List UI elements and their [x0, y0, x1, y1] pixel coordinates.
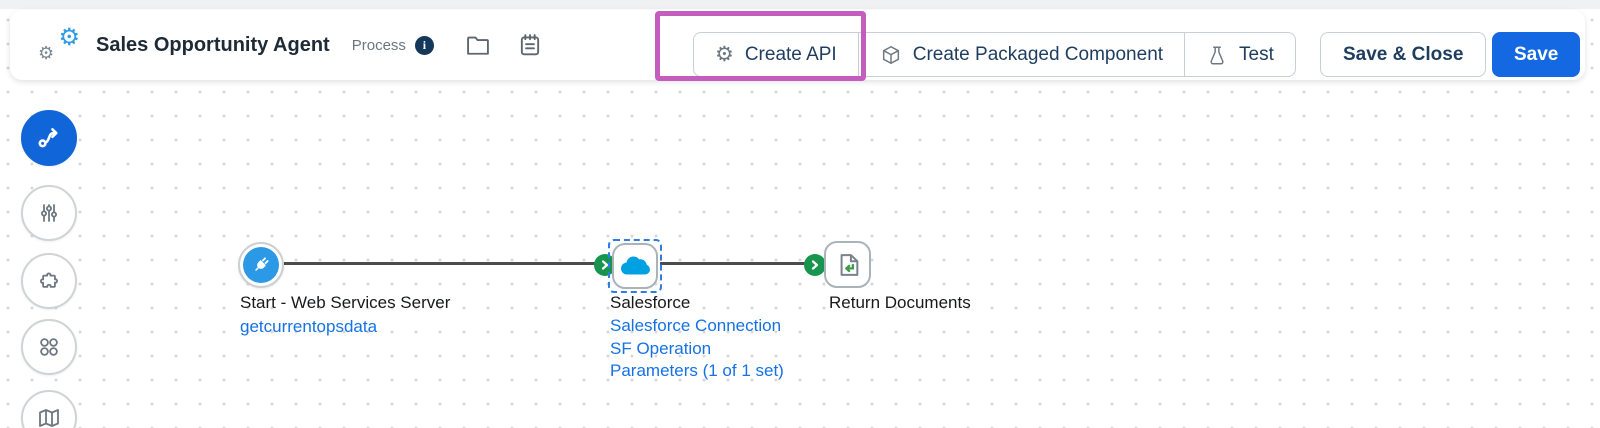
process-gears-logo-icon: ⚙ ⚙ — [38, 23, 80, 64]
sf-operation-link[interactable]: SF Operation — [610, 338, 712, 358]
chevron-right-icon — [601, 260, 609, 270]
return-documents-shape[interactable] — [824, 241, 871, 288]
salesforce-shape-title: Salesforce — [610, 293, 691, 312]
sidebar-item-components[interactable] — [21, 319, 77, 375]
start-shape-links: getcurrentopsdata — [240, 316, 377, 339]
sliders-icon — [41, 204, 57, 222]
header-action-group: ⚙ Create API Create Packaged Component T… — [693, 32, 1296, 77]
package-icon — [882, 45, 899, 64]
test-button[interactable]: Test — [1184, 33, 1295, 76]
create-api-label: Create API — [744, 43, 837, 65]
notes-button[interactable] — [512, 27, 548, 63]
salesforce-shape-selection — [608, 239, 662, 293]
sidebar-item-map[interactable] — [21, 390, 77, 428]
connection-point-salesforce-in[interactable] — [594, 254, 616, 276]
salesforce-shape[interactable] — [612, 243, 658, 289]
plug-icon — [255, 257, 269, 271]
sidebar-item-process-flow[interactable] — [21, 110, 77, 166]
connection-point-return-in[interactable] — [804, 254, 826, 276]
chevron-right-icon — [811, 260, 819, 270]
flow-path-icon — [38, 128, 58, 148]
salesforce-shape-links: Salesforce Connection SF Operation Param… — [610, 315, 784, 383]
test-label: Test — [1239, 43, 1274, 65]
four-circles-icon — [40, 338, 58, 356]
folder-icon — [467, 36, 489, 55]
connector-line-salesforce-to-return — [660, 262, 807, 265]
create-api-button[interactable]: ⚙ Create API — [694, 33, 858, 76]
return-document-icon — [840, 253, 858, 276]
save-and-close-button[interactable]: Save & Close — [1320, 32, 1487, 77]
start-operation-link[interactable]: getcurrentopsdata — [240, 317, 378, 336]
create-packaged-component-button[interactable]: Create Packaged Component — [857, 33, 1184, 76]
notepad-icon — [520, 34, 540, 56]
page-title: Sales Opportunity Agent — [96, 33, 330, 56]
puzzle-icon — [40, 272, 58, 288]
page-top-edge — [0, 0, 1600, 9]
return-documents-title: Return Documents — [829, 293, 971, 312]
salesforce-cloud-icon — [621, 256, 650, 275]
start-shape[interactable] — [238, 242, 284, 288]
start-shape-title: Start - Web Services Server — [240, 293, 451, 312]
map-icon — [39, 409, 59, 427]
process-header-bar: ⚙ ⚙ Sales Opportunity Agent Process i ⚙ … — [10, 10, 1585, 80]
flask-icon — [1210, 45, 1224, 64]
sidebar-item-configure-settings[interactable] — [21, 185, 77, 241]
save-button[interactable]: Save — [1492, 32, 1581, 77]
component-type-label: Process — [351, 36, 406, 54]
header-left-group: ⚙ ⚙ Sales Opportunity Agent Process i — [36, 10, 564, 80]
create-packaged-component-label: Create Packaged Component — [912, 43, 1164, 65]
connector-line-start-to-salesforce — [284, 262, 597, 265]
salesforce-connection-link[interactable]: Salesforce Connection — [610, 316, 782, 335]
folder-button[interactable] — [460, 27, 496, 63]
sidebar-item-connectors[interactable] — [21, 253, 77, 309]
start-shape-inner — [243, 247, 279, 283]
parameters-link[interactable]: Parameters (1 of 1 set) — [610, 361, 784, 380]
info-icon[interactable]: i — [414, 35, 434, 55]
gear-icon: ⚙ — [715, 42, 734, 66]
